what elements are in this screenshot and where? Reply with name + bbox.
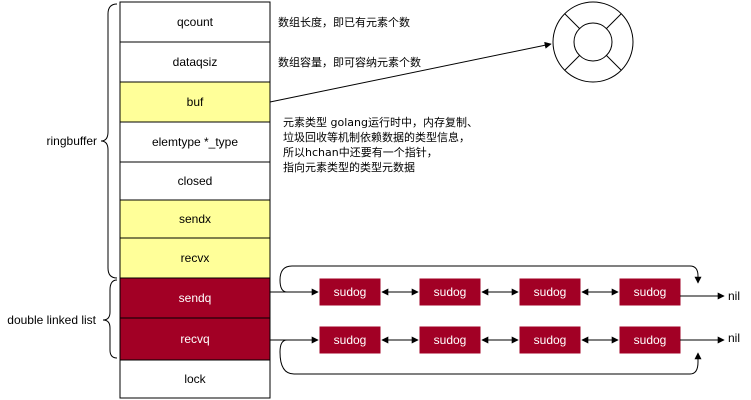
note-elemtype-line-1: 元素类型 golang运行时中，内存复制、 [283,115,478,129]
recvq-node-1-label: sudog [334,333,367,347]
ring-buffer-icon [552,1,634,83]
field-lock: lock [119,359,271,399]
linked-list-group: double linked list [7,279,118,359]
field-dataqsiz: dataqsiz [119,41,271,83]
sendq-tail-loop [279,265,702,293]
sendq-node-2-label: sudog [434,285,467,299]
recvq-node-3-label: sudog [534,333,567,347]
recvq-node-2: sudog [419,326,481,354]
field-recvq-label: recvq [180,332,209,346]
ringbuffer-group: ringbuffer [47,3,118,279]
field-qcount: qcount [119,1,271,43]
hchan-struct: qcount dataqsiz buf elemtype *_type clos… [119,1,271,399]
recvq-node-1: sudog [319,326,381,354]
sendq-nil-label: nil [728,289,740,303]
buf-pointer-arrow [269,41,552,103]
field-recvq: recvq [119,317,271,361]
sendq-node-3: sudog [519,278,581,306]
sendq-node-3-label: sudog [534,285,567,299]
field-sendx-label: sendx [179,212,211,226]
field-buf-label: buf [187,95,204,109]
field-buf: buf [119,81,271,123]
sendq-node-4: sudog [619,278,681,306]
field-lock-label: lock [184,372,206,386]
sendq-node-4-label: sudog [634,285,667,299]
recvq-node-2-label: sudog [434,333,467,347]
field-sendx: sendx [119,199,271,239]
field-closed-label: closed [178,174,213,188]
note-qcount: 数组长度，即已有元素个数 [278,15,410,29]
recvq-nil-label: nil [728,331,740,345]
linked-list-label: double linked list [7,313,96,327]
sendq-list: sudog sudog sudog sudog nil [270,265,740,306]
field-sendq-label: sendq [179,291,212,305]
recvq-tail-loop [279,339,702,375]
sendq-node-1: sudog [319,278,381,306]
field-elemtype: elemtype *_type [119,121,271,163]
note-elemtype: 元素类型 golang运行时中，内存复制、 垃圾回收等机制依赖数据的类型信息， … [283,115,478,174]
recvq-node-3: sudog [519,326,581,354]
note-elemtype-line-4: 指向元素类型的类型元数据 [283,160,415,174]
field-closed: closed [119,161,271,201]
field-elemtype-label: elemtype *_type [152,135,238,149]
field-dataqsiz-label: dataqsiz [173,55,218,69]
sendq-node-2: sudog [419,278,481,306]
ringbuffer-brace [100,3,118,279]
recvq-node-4-label: sudog [634,333,667,347]
recvq-list: sudog sudog sudog sudog nil [270,326,740,375]
ringbuffer-label: ringbuffer [47,134,97,148]
field-qcount-label: qcount [177,15,214,29]
field-sendq: sendq [119,277,271,319]
field-recvx: recvx [119,237,271,279]
sendq-node-1-label: sudog [334,285,367,299]
recvq-node-4: sudog [619,326,681,354]
note-elemtype-line-2: 垃圾回收等机制依赖数据的类型信息， [283,130,470,144]
note-elemtype-line-3: 所以hchan中还要有一个指针， [283,145,438,159]
linked-list-brace [102,279,118,359]
field-recvx-label: recvx [181,251,210,265]
note-dataqsiz: 数组容量，即可容纳元素个数 [278,55,421,69]
